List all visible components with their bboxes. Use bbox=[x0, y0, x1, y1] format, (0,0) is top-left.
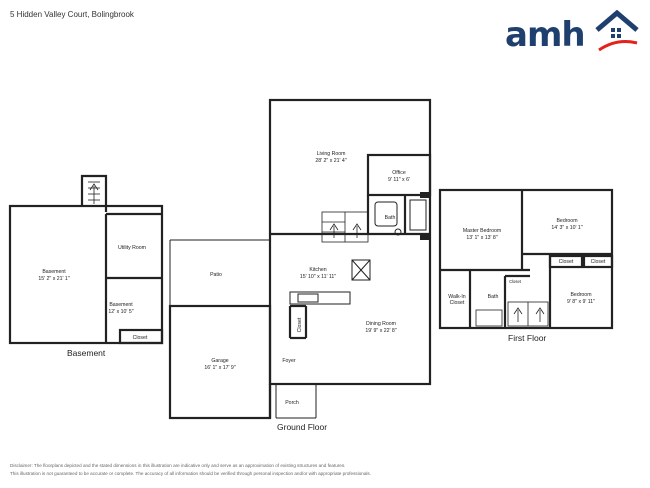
logo-wordmark: amh bbox=[505, 15, 586, 55]
room-dims: 13' 1" x 13' 8" bbox=[466, 235, 497, 241]
walkin-closet-label: Walk-In Closet bbox=[448, 294, 466, 306]
floor-label-ground: Ground Floor bbox=[277, 422, 328, 432]
room-name: Walk-In Closet bbox=[448, 294, 466, 306]
room-name: Closet bbox=[297, 317, 303, 332]
room-name: Utility Room bbox=[118, 245, 146, 251]
disclaimer-line: This illustration is not guaranteed to b… bbox=[10, 471, 371, 476]
room-name: Garage bbox=[211, 358, 228, 364]
room-dims: 9' 11" x 6' bbox=[388, 177, 410, 183]
amh-logo[interactable]: amh bbox=[505, 10, 640, 55]
room-dims: 15' 2" x 21' 1" bbox=[38, 276, 69, 282]
room-name: Basement bbox=[42, 269, 66, 275]
first-floor-walls bbox=[438, 188, 614, 330]
room-name: Dining Room bbox=[366, 321, 396, 327]
room-name: Closet bbox=[509, 279, 522, 284]
ground-walls bbox=[168, 98, 432, 420]
room-name: Kitchen bbox=[309, 267, 326, 273]
room-labels: Basement 15' 2" x 21' 1" Utility Room Ba… bbox=[38, 151, 606, 406]
room-name: Closet bbox=[133, 335, 148, 341]
room-name: Porch bbox=[285, 400, 299, 406]
disclaimer: Disclaimer: The floorplans depicted and … bbox=[10, 462, 640, 478]
basement-walls bbox=[8, 174, 164, 345]
room-name: Bath bbox=[385, 215, 396, 221]
room-name: Master Bedroom bbox=[463, 228, 501, 234]
room-name: Office bbox=[392, 170, 406, 176]
room-dims: 28' 2" x 21' 4" bbox=[315, 158, 346, 164]
disclaimer-line: Disclaimer: The floorplans depicted and … bbox=[10, 463, 346, 468]
property-address: 5 Hidden Valley Court, Bolingbrook bbox=[10, 10, 134, 19]
room-dims: 12' x 10' 5" bbox=[108, 309, 133, 315]
ground-stairs bbox=[321, 211, 369, 243]
room-name: Basement bbox=[109, 302, 133, 308]
room-name: Patio bbox=[210, 272, 222, 278]
room-name: Closet bbox=[559, 259, 574, 265]
room-dims: 14' 3" x 10' 1" bbox=[551, 225, 582, 231]
first-floor-stairs bbox=[475, 301, 549, 327]
basement-stairs bbox=[88, 181, 100, 204]
room-dims: 16' 1" x 17' 9" bbox=[204, 365, 235, 371]
room-name: Bedroom bbox=[570, 292, 591, 298]
room-name: Closet bbox=[591, 259, 606, 265]
room-dims: 15' 10" x 11' 11" bbox=[300, 274, 336, 280]
room-dims: 9' 8" x 9' 11" bbox=[567, 299, 595, 305]
room-name: Bedroom bbox=[556, 218, 577, 224]
room-name: Living Room bbox=[317, 151, 346, 157]
logo-house-icon bbox=[595, 10, 639, 52]
room-dims: 19' 9" x 22' 8" bbox=[365, 328, 396, 334]
floor-label-first: First Floor bbox=[508, 333, 547, 343]
floor-label-basement: Basement bbox=[67, 348, 106, 358]
ground-light-lines bbox=[169, 199, 427, 419]
room-name: Bath bbox=[488, 294, 499, 300]
room-name: Foyer bbox=[282, 358, 296, 364]
ground-wall-blocks bbox=[420, 192, 430, 240]
